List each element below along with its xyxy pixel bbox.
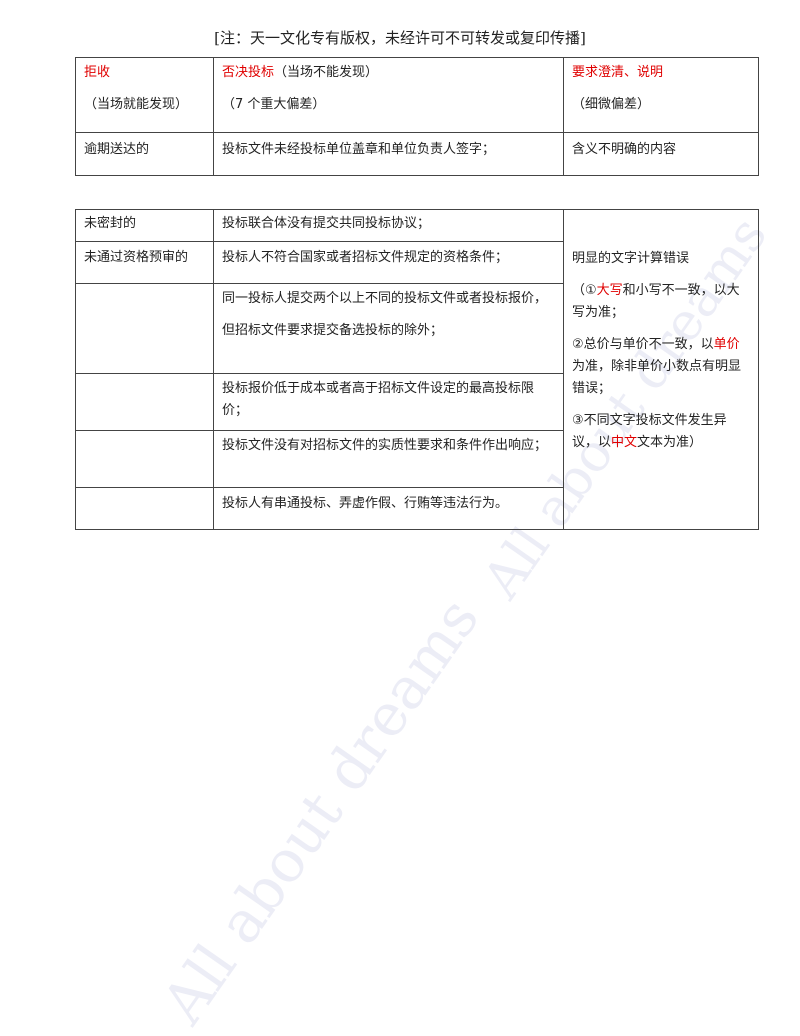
clarify-item-2-pre: ②总价与单价不一致，以	[572, 337, 714, 352]
veto-cell: 投标文件未经投标单位盖章和单位负责人签字；	[213, 132, 564, 176]
clarify-item-1-post: 和小写不一致，以大写为准；	[572, 283, 740, 320]
reject-cell	[75, 283, 214, 374]
veto-cell: 同一投标人提交两个以上不同的投标文件或者投标报价， 但招标文件要求提交备选投标的…	[213, 283, 564, 374]
reject-cell	[75, 373, 214, 431]
veto-title: 否决投标	[222, 65, 275, 80]
header-reject-cell: 拒收 （当场就能发现）	[75, 57, 214, 133]
clarify-title: 要求澄清、说明	[572, 65, 664, 80]
main-table: 未密封的 投标联合体没有提交共同投标协议； 明显的文字计算错误 （①大写和小写不…	[75, 209, 759, 530]
veto-cell: 投标联合体没有提交共同投标协议；	[213, 209, 564, 242]
clarify-item-2: ②总价与单价不一致，以单价为准，除非单价小数点有明显错误；	[572, 334, 750, 400]
clarify-subtitle: （细微偏差）	[572, 97, 651, 112]
reject-cell	[75, 430, 214, 488]
clarify-item-3-pre: ③不同文字投标文件发生异议，以	[572, 413, 727, 450]
table-row: 投标人有串通投标、弄虚作假、行贿等违法行为。	[75, 487, 759, 530]
clarify-item-3-highlight: 中文	[611, 435, 638, 450]
header-veto-cell: 否决投标（当场不能发现） （7 个重大偏差）	[213, 57, 564, 133]
table-row: 投标文件没有对招标文件的实质性要求和条件作出响应；	[75, 430, 759, 488]
watermark: All about dreams	[148, 585, 493, 1036]
reject-cell: 未密封的	[75, 209, 214, 242]
veto-title-note: （当场不能发现）	[274, 65, 379, 80]
clarify-item-3-post: 文本为准）	[637, 435, 703, 450]
clarify-heading: 明显的文字计算错误	[572, 251, 690, 266]
clarify-item-1-pre: （①	[572, 283, 597, 298]
header-row: 拒收 （当场就能发现） 否决投标（当场不能发现） （7 个重大偏差） 要求澄清、…	[75, 57, 759, 133]
header-clarify-cell: 要求澄清、说明 （细微偏差）	[563, 57, 759, 133]
clarify-cell: 含义不明确的内容	[563, 132, 759, 176]
table-row: 同一投标人提交两个以上不同的投标文件或者投标报价， 但招标文件要求提交备选投标的…	[75, 283, 759, 374]
veto-cell: 投标报价低于成本或者高于招标文件设定的最高投标限价；	[213, 373, 564, 431]
veto-text: 但招标文件要求提交备选投标的除外；	[222, 323, 444, 338]
table-row: 投标报价低于成本或者高于招标文件设定的最高投标限价；	[75, 373, 759, 431]
veto-title-line: 否决投标（当场不能发现）	[222, 62, 555, 84]
veto-text: 同一投标人提交两个以上不同的投标文件或者投标报价，	[222, 291, 548, 306]
reject-cell: 逾期送达的	[75, 132, 214, 176]
reject-title: 拒收	[84, 65, 111, 80]
reject-cell	[75, 487, 214, 530]
veto-cell: 投标人有串通投标、弄虚作假、行贿等违法行为。	[213, 487, 564, 530]
table-row: 逾期送达的 投标文件未经投标单位盖章和单位负责人签字； 含义不明确的内容	[75, 132, 759, 176]
clarify-item-2-post: 为准，除非单价小数点有明显错误；	[572, 359, 742, 396]
veto-cell: 投标文件没有对招标文件的实质性要求和条件作出响应；	[213, 430, 564, 488]
clarify-item-3: ③不同文字投标文件发生异议，以中文文本为准）	[572, 410, 750, 454]
clarify-merged-cell: 明显的文字计算错误 （①大写和小写不一致，以大写为准； ②总价与单价不一致，以单…	[563, 209, 759, 530]
clarify-item-1-highlight: 大写	[596, 283, 623, 298]
clarify-item-2-highlight: 单价	[713, 337, 740, 352]
clarify-item-1: （①大写和小写不一致，以大写为准；	[572, 280, 750, 324]
reject-cell: 未通过资格预审的	[75, 241, 214, 284]
table-row: 未密封的 投标联合体没有提交共同投标协议； 明显的文字计算错误 （①大写和小写不…	[75, 209, 759, 530]
veto-subtitle: （7 个重大偏差）	[222, 97, 326, 112]
header-table: 拒收 （当场就能发现） 否决投标（当场不能发现） （7 个重大偏差） 要求澄清、…	[75, 57, 759, 176]
reject-subtitle: （当场就能发现）	[84, 97, 189, 112]
veto-cell: 投标人不符合国家或者招标文件规定的资格条件；	[213, 241, 564, 284]
copyright-note: [注：天一文化专有版权，未经许可不可转发或复印传播]	[214, 29, 586, 47]
